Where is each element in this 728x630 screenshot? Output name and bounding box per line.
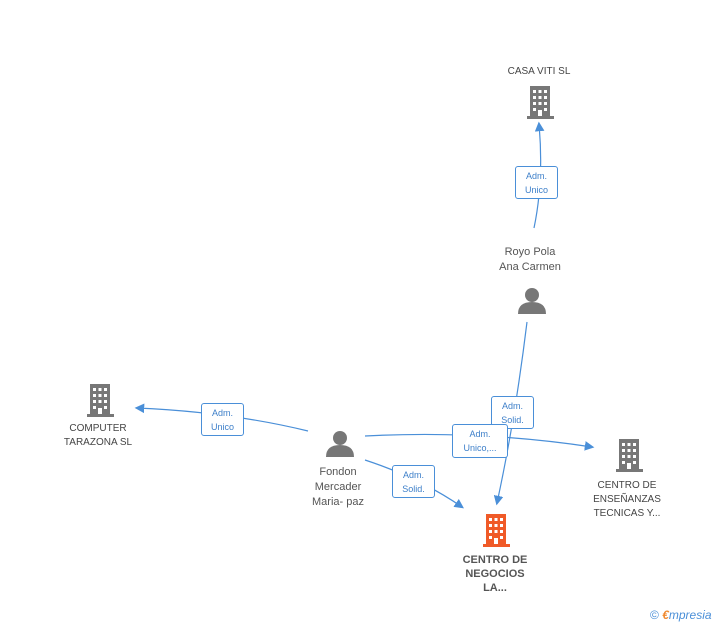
fondon-line2: Mercader — [314, 481, 362, 493]
computer-tarazona-label[interactable]: COMPUTER TARAZONA SL — [38, 422, 158, 450]
edge-label-line1: Adm. — [211, 408, 233, 418]
edge-label-line1: Adm. — [469, 429, 491, 439]
brand-rest: mpresia — [668, 608, 712, 622]
royo-pola-label[interactable]: Royo Pola Ana Carmen — [470, 245, 590, 275]
centro-negocios-line3: LA... — [483, 582, 507, 594]
edge-label-royo-negocios[interactable]: Adm. Solid. — [491, 396, 534, 429]
centro-negocios-line2: NEGOCIOS — [465, 568, 525, 580]
brand-e: € — [662, 608, 669, 622]
edge-label-line2: Solid. — [402, 484, 425, 494]
building-icon[interactable] — [616, 439, 643, 472]
centro-ensenanzas-label[interactable]: CENTRO DE ENSEÑANZAS TECNICAS Y... — [567, 479, 687, 521]
computer-tarazona-line1: COMPUTER — [69, 423, 127, 434]
empresia-logo[interactable]: © €mpresia — [650, 608, 712, 622]
centro-ensenanzas-line3: TECNICAS Y... — [593, 508, 661, 519]
centro-negocios-line1: CENTRO DE — [462, 554, 528, 566]
centro-ensenanzas-line2: ENSEÑANZAS — [593, 494, 661, 505]
royo-pola-line1: Royo Pola — [504, 246, 556, 258]
fondon-line3: Maria- paz — [312, 496, 364, 508]
centro-ensenanzas-line1: CENTRO DE — [597, 480, 657, 491]
person-icon[interactable] — [326, 431, 354, 457]
edge-label-line2: Unico,... — [463, 443, 497, 453]
fondon-label[interactable]: Fondon Mercader Maria- paz — [278, 465, 398, 510]
edge-label-line2: Solid. — [501, 415, 524, 425]
fondon-line1: Fondon — [319, 466, 357, 478]
edge-label-line1: Adm. — [525, 171, 547, 181]
centro-negocios-label[interactable]: CENTRO DE NEGOCIOS LA... — [435, 553, 555, 595]
casa-viti-label[interactable]: CASA VITI SL — [479, 65, 599, 79]
building-icon[interactable] — [483, 514, 510, 547]
edge-label-line2: Unico — [210, 422, 234, 432]
casa-viti-name: CASA VITI SL — [507, 66, 571, 77]
computer-tarazona-line2: TARAZONA SL — [63, 437, 133, 448]
edge-label-fondon-negocios[interactable]: Adm. Solid. — [392, 465, 435, 498]
royo-pola-line2: Ana Carmen — [499, 261, 561, 273]
edge-label-line1: Adm. — [501, 401, 523, 411]
edge-label-line1: Adm. — [402, 470, 424, 480]
edge-label-fondon-ensenanzas[interactable]: Adm. Unico,... — [452, 424, 508, 458]
edge-label-royo-casa[interactable]: Adm. Unico — [515, 166, 558, 199]
building-icon[interactable] — [87, 384, 114, 417]
edge-label-line2: Unico — [524, 185, 548, 195]
edge-label-fondon-computer[interactable]: Adm. Unico — [201, 403, 244, 436]
building-icon[interactable] — [527, 86, 554, 119]
person-icon[interactable] — [518, 288, 546, 314]
copyright-icon: © — [650, 608, 659, 622]
